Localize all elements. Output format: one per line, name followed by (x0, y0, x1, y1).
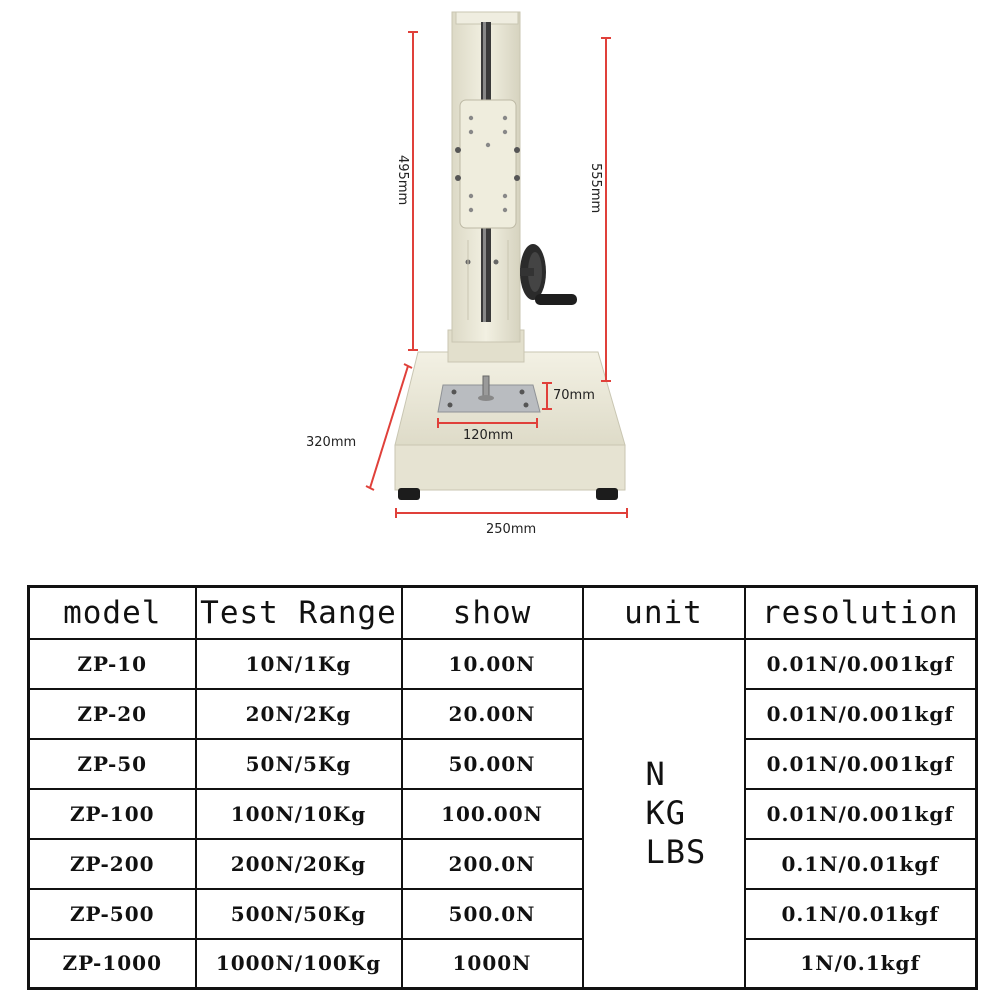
header-resolution: resolution (743, 585, 978, 640)
header-test-range: Test Range (194, 585, 403, 640)
machine-column (447, 11, 525, 363)
resolution-cell: 0.01N/0.001kgf (743, 637, 978, 690)
model-cell: ZP-50 (27, 737, 197, 790)
show-cell: 20.00N (400, 687, 584, 740)
hand-wheel (520, 244, 577, 305)
range-cell: 1000N/100Kg (194, 937, 403, 990)
unit-n: N (645, 754, 666, 793)
test-stand-illustration (365, 11, 628, 518)
model-cell: ZP-20 (27, 687, 197, 740)
product-figure: 495mm 555mm 70mm 120mm 320mm 250mm (306, 11, 628, 537)
show-cell: 100.00N (400, 787, 584, 840)
range-cell: 100N/10Kg (194, 787, 403, 840)
test-plate (437, 375, 541, 413)
header-show: show (400, 585, 584, 640)
model-cell: ZP-10 (27, 637, 197, 690)
plate-width-label: 120mm (463, 428, 514, 443)
table-header-row: model Test Range show unit resolution (27, 585, 978, 640)
range-cell: 50N/5Kg (194, 737, 403, 790)
show-cell: 50.00N (400, 737, 584, 790)
range-cell: 10N/1Kg (194, 637, 403, 690)
table-row: ZP-1000 1000N/100Kg 1000N 1N/0.1kgf (27, 937, 978, 990)
plate-depth-label: 70mm (553, 388, 595, 403)
header-unit: unit (581, 585, 746, 640)
total-height-label: 555mm (588, 163, 603, 214)
foot-left (398, 488, 420, 500)
show-cell: 500.0N (400, 887, 584, 940)
range-cell: 200N/20Kg (194, 837, 403, 890)
range-cell: 500N/50Kg (194, 887, 403, 940)
model-cell: ZP-200 (27, 837, 197, 890)
model-cell: ZP-1000 (27, 937, 197, 990)
show-cell: 10.00N (400, 637, 584, 690)
resolution-cell: 0.1N/0.01kgf (743, 837, 978, 890)
header-model: model (27, 585, 197, 640)
unit-cell: N KG LBS (581, 637, 746, 990)
base-depth-label: 320mm (306, 435, 357, 450)
spec-table: model Test Range show unit resolution ZP… (27, 585, 978, 990)
base-width-label: 250mm (486, 522, 537, 537)
column-height-label: 495mm (395, 155, 410, 206)
model-cell: ZP-500 (27, 887, 197, 940)
resolution-cell: 1N/0.1kgf (743, 937, 978, 990)
table-row: ZP-100 100N/10Kg 100.00N 0.01N/0.001kgf (27, 787, 978, 840)
foot-right (596, 488, 618, 500)
table-row: ZP-50 50N/5Kg 50.00N 0.01N/0.001kgf (27, 737, 978, 790)
show-cell: 1000N (400, 937, 584, 990)
table-row: ZP-20 20N/2Kg 20.00N 0.01N/0.001kgf (27, 687, 978, 740)
resolution-cell: 0.1N/0.01kgf (743, 887, 978, 940)
machine-base (394, 351, 626, 500)
resolution-cell: 0.01N/0.001kgf (743, 737, 978, 790)
resolution-cell: 0.01N/0.001kgf (743, 687, 978, 740)
model-cell: ZP-100 (27, 787, 197, 840)
unit-kg: KG (645, 793, 687, 832)
dimension-lines (365, 31, 628, 518)
range-cell: 20N/2Kg (194, 687, 403, 740)
table-row: ZP-200 200N/20Kg 200.0N 0.1N/0.01kgf (27, 837, 978, 890)
unit-lbs: LBS (645, 832, 707, 871)
resolution-cell: 0.01N/0.001kgf (743, 787, 978, 840)
table-row: ZP-500 500N/50Kg 500.0N 0.1N/0.01kgf (27, 887, 978, 940)
show-cell: 200.0N (400, 837, 584, 890)
table-row: ZP-10 10N/1Kg 10.00N N KG LBS 0.01N/0.00… (27, 637, 978, 990)
